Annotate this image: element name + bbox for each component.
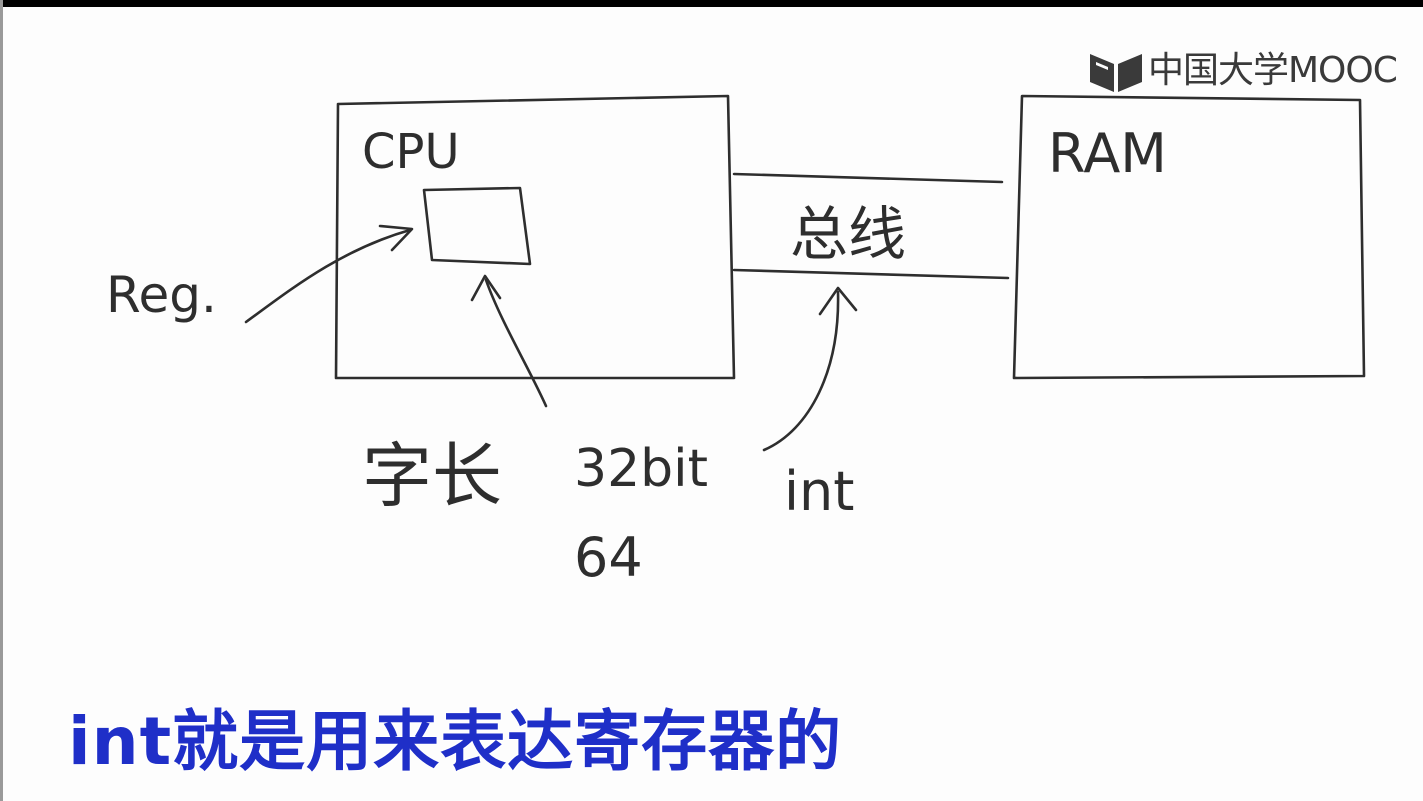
bits-64-label: 64 [574, 526, 643, 589]
ram-label: RAM [1048, 122, 1167, 185]
reg-label: Reg. [106, 266, 217, 324]
video-subtitle: int就是用来表达寄存器的 [68, 703, 843, 780]
cpu-box [334, 94, 736, 380]
top-letterbox-bar [0, 0, 1423, 7]
bus-label: 总线 [790, 200, 906, 268]
register-box [422, 186, 532, 266]
word-length-label: 字长 [362, 435, 502, 517]
int-arrow-head [818, 286, 858, 316]
bus-line-bottom [732, 268, 1010, 280]
bits-32-label: 32bit [574, 439, 708, 499]
ram-box [1012, 94, 1366, 380]
left-frame-edge [0, 0, 3, 801]
word-length-arrow-head [470, 274, 502, 302]
reg-arrow-head [378, 224, 414, 252]
mooc-logo: 中国大学MOOC [1088, 46, 1398, 96]
mooc-logo-text: 中国大学MOOC [1148, 50, 1398, 91]
bus-line-top [732, 172, 1004, 184]
mooc-book-icon [1090, 54, 1142, 92]
reg-arrow [244, 228, 412, 324]
int-label: int [784, 460, 854, 523]
word-length-arrow [484, 278, 548, 408]
cpu-label: CPU [362, 124, 460, 180]
int-arrow [762, 290, 840, 452]
